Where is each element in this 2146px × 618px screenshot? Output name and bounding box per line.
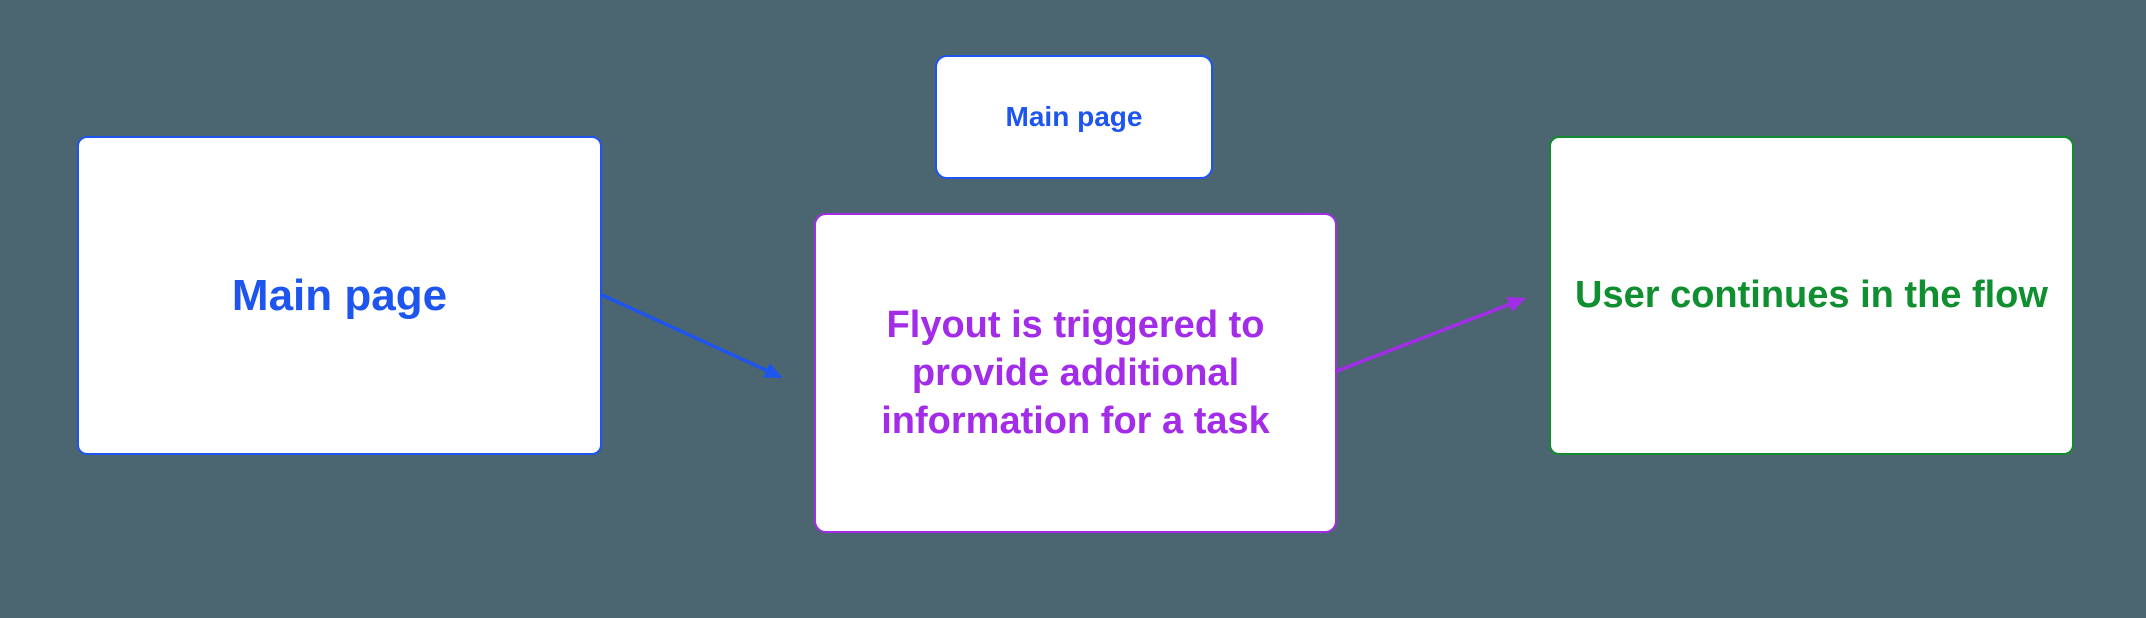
- node-flyout-label: Flyout is triggered to provide additiona…: [881, 304, 1270, 442]
- node-main-page-small[interactable]: Main page: [935, 55, 1213, 179]
- node-flyout[interactable]: Flyout is triggered to provide additiona…: [814, 213, 1337, 533]
- node-main-page-label: Main page: [231, 270, 448, 320]
- node-user-continues-label: User continues in the flow: [1575, 274, 2048, 316]
- connector-main-to-flyout[interactable]: [600, 293, 783, 378]
- connector-flyout-to-continue[interactable]: [1335, 296, 1527, 373]
- node-user-continues[interactable]: User continues in the flow: [1549, 136, 2074, 455]
- node-main-page-small-label: Main page: [1005, 101, 1143, 132]
- node-main-page[interactable]: Main page: [77, 136, 602, 455]
